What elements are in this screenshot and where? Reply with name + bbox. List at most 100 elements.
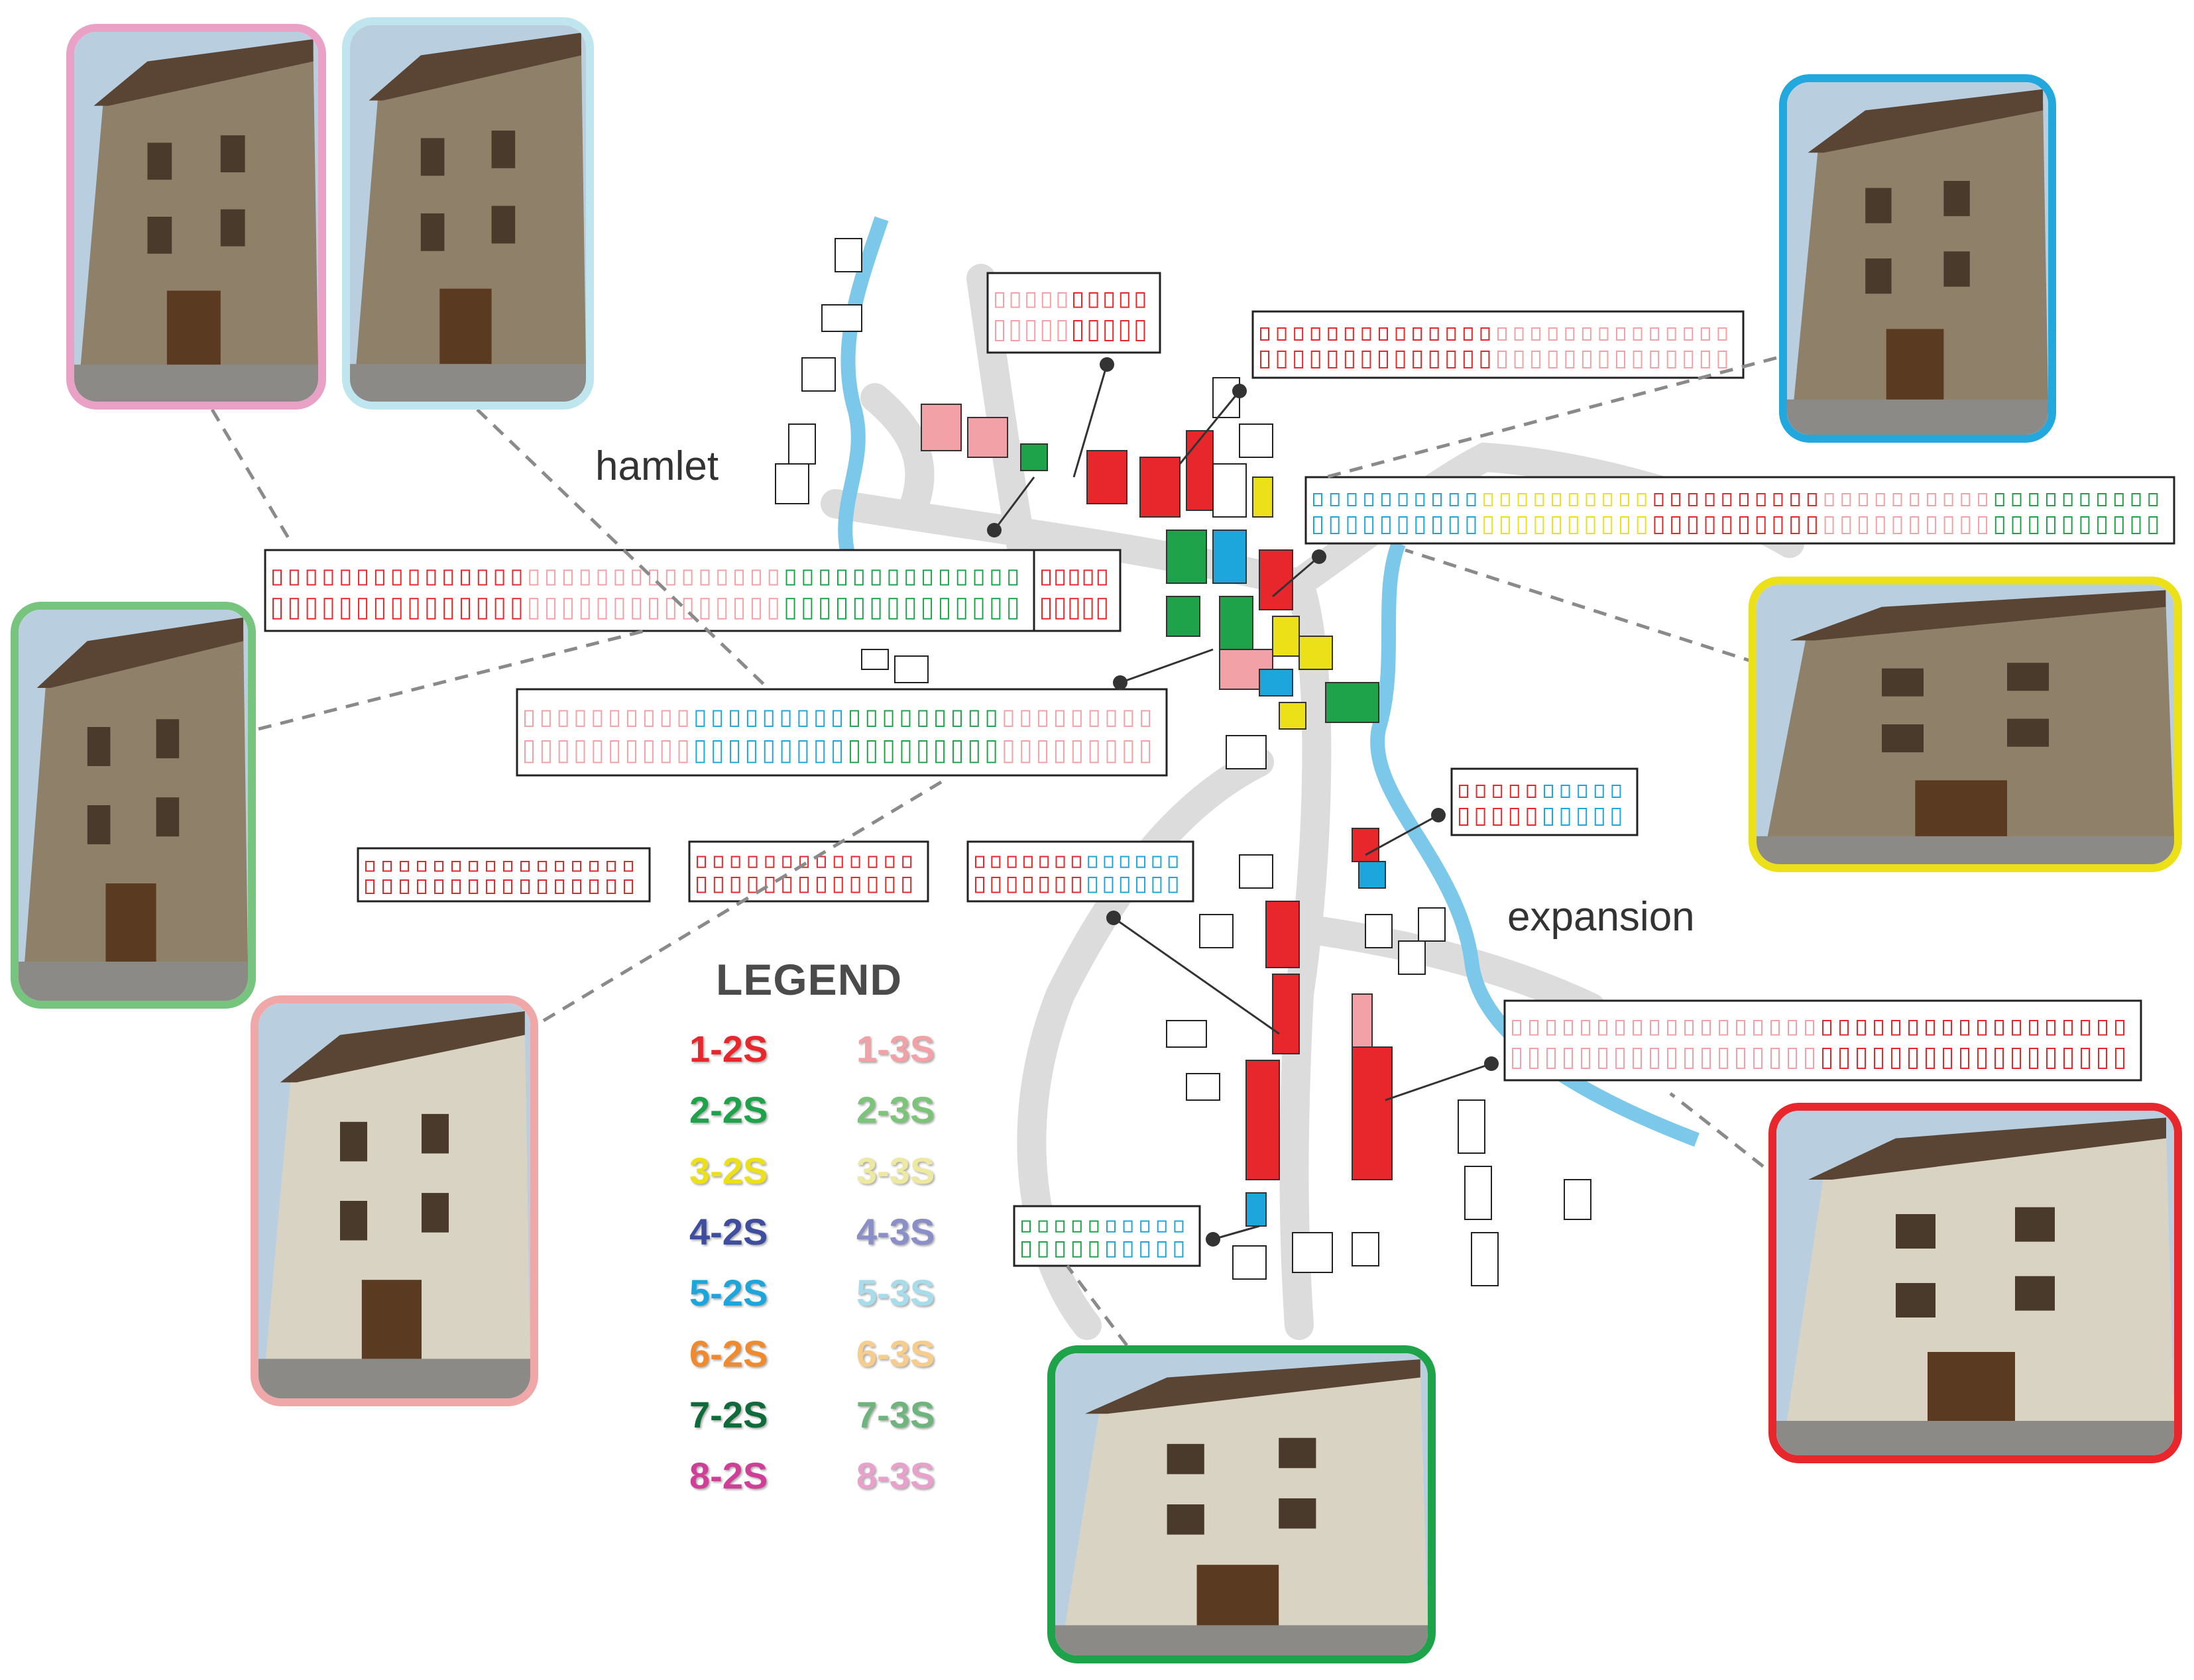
facade-door xyxy=(1069,598,1079,620)
facade-door xyxy=(2081,1048,2090,1069)
facade-window xyxy=(1650,1020,1659,1036)
expansion-label: expansion xyxy=(1507,894,1695,940)
facade-door xyxy=(589,879,599,894)
building-footprint xyxy=(775,463,809,504)
facade-window xyxy=(575,710,585,727)
facade-window xyxy=(1633,327,1643,341)
facade-window xyxy=(1512,1020,1521,1036)
facade-window xyxy=(1544,785,1553,798)
facade-window xyxy=(529,569,539,586)
facade-window xyxy=(1104,856,1114,868)
road xyxy=(821,489,1332,1340)
facade-door xyxy=(341,598,351,620)
facade-window xyxy=(1705,493,1715,506)
facade-window xyxy=(1344,327,1354,341)
facade-window xyxy=(520,861,530,872)
facade-window xyxy=(923,569,933,586)
facade-door xyxy=(730,740,740,763)
facade-door xyxy=(1700,351,1710,368)
facade-window xyxy=(580,569,590,586)
facade-window xyxy=(1038,710,1048,727)
facade-door xyxy=(1994,1048,2004,1069)
facade-window xyxy=(1859,493,1869,506)
facade-window xyxy=(1874,1020,1883,1036)
connector-line xyxy=(993,476,1035,531)
facade-door xyxy=(1106,1241,1116,1258)
facade-window xyxy=(1926,1020,1935,1036)
facade-door xyxy=(546,598,556,620)
facade-door xyxy=(1415,516,1425,534)
facade-window xyxy=(1594,785,1604,798)
facade-door xyxy=(1328,351,1338,368)
facade-window xyxy=(1174,1220,1184,1233)
facade-door xyxy=(451,879,461,894)
facade-window xyxy=(1633,1020,1642,1036)
facade-door xyxy=(2046,516,2055,534)
facade-door xyxy=(717,598,727,620)
facade-door xyxy=(918,740,928,763)
facade-window xyxy=(956,569,966,586)
facade-door xyxy=(1667,1048,1676,1069)
facade-window xyxy=(1702,1020,1711,1036)
facade-window xyxy=(289,569,299,586)
facade-window xyxy=(1514,327,1524,341)
facade-door xyxy=(1088,320,1098,341)
facade-window xyxy=(597,569,607,586)
facade-door xyxy=(1174,1241,1184,1258)
building-footprint xyxy=(1352,1046,1393,1180)
facade-door xyxy=(1344,351,1354,368)
facade-window xyxy=(1089,1220,1099,1233)
building-footprint xyxy=(1212,530,1247,584)
connector-line xyxy=(1072,364,1108,478)
facade-window xyxy=(1260,327,1269,341)
facade-door xyxy=(1008,598,1018,620)
facade-door xyxy=(614,598,624,620)
facade-window xyxy=(1654,493,1664,506)
facade-window xyxy=(713,856,723,868)
facade-window xyxy=(1136,856,1146,868)
facade-window xyxy=(1310,327,1320,341)
facade-door xyxy=(1688,516,1698,534)
facade-door xyxy=(695,740,705,763)
legend-title: LEGEND xyxy=(716,955,903,1004)
facade-door xyxy=(1104,320,1114,341)
facade-door xyxy=(1807,516,1817,534)
facade-window xyxy=(644,710,654,727)
facade-window xyxy=(1599,327,1609,341)
building-footprint xyxy=(1226,735,1267,769)
facade-door xyxy=(1739,516,1749,534)
facade-window xyxy=(849,710,859,727)
facade-window xyxy=(1135,292,1145,308)
connector-line xyxy=(1385,1062,1492,1101)
facade-door xyxy=(849,740,859,763)
facade-window xyxy=(1140,1220,1150,1233)
legend-entry: 4-3S xyxy=(856,1211,935,1253)
facade-door xyxy=(866,740,876,763)
facade-window xyxy=(1790,493,1800,506)
legend-entry: 7-2S xyxy=(689,1394,768,1435)
facade-window xyxy=(1071,856,1081,868)
facade-door xyxy=(503,879,512,894)
facade-door xyxy=(2063,1048,2073,1069)
building-footprint xyxy=(1325,682,1379,723)
facade-door xyxy=(901,740,911,763)
building-footprint xyxy=(1299,636,1333,670)
building-footprint xyxy=(1352,1232,1379,1266)
facade-door xyxy=(888,598,898,620)
facade-door xyxy=(524,740,534,763)
facade-door xyxy=(1977,1048,1987,1069)
facade-window xyxy=(1007,856,1017,868)
facade-window xyxy=(798,710,808,727)
facade-window xyxy=(1529,1020,1538,1036)
facade-door xyxy=(1088,877,1098,893)
facade-door xyxy=(1633,1048,1642,1069)
facade-door xyxy=(1756,516,1766,534)
facade-window xyxy=(649,569,658,586)
facade-door xyxy=(1398,516,1408,534)
facade-door xyxy=(1773,516,1783,534)
facade-door xyxy=(1603,516,1613,534)
facade-door xyxy=(1598,1048,1607,1069)
facade-door xyxy=(2097,516,2107,534)
facade-window xyxy=(1534,493,1544,506)
facade-door xyxy=(665,598,675,620)
